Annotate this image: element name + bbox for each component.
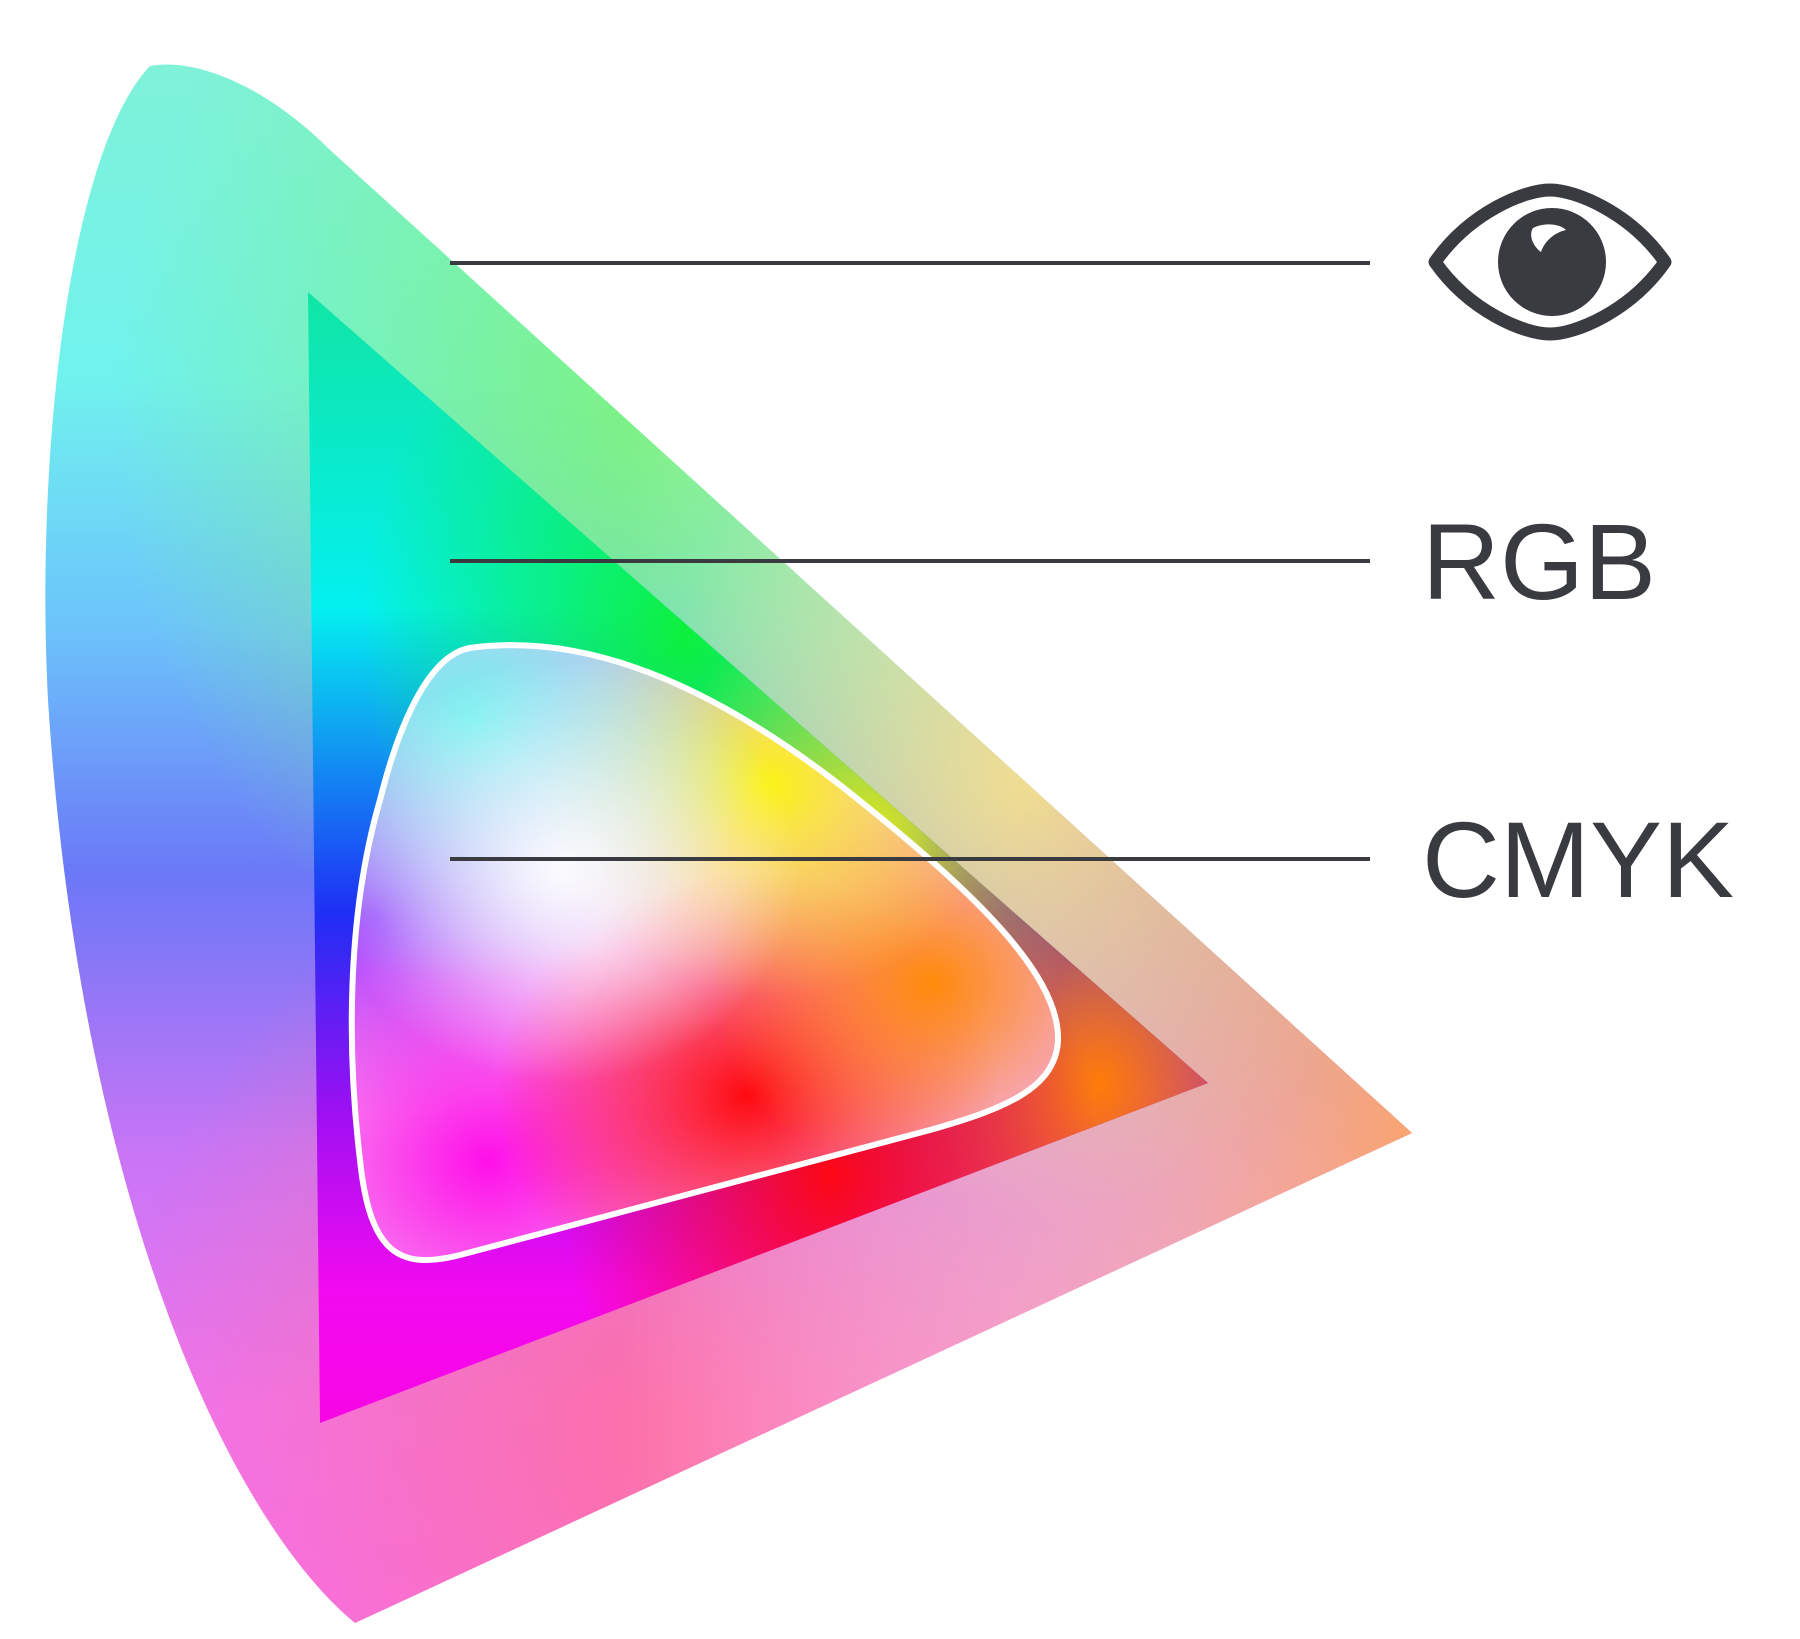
rgb-label: RGB [1422, 501, 1656, 622]
cmyk-label: CMYK [1422, 799, 1734, 920]
cmyk-outline [348, 642, 1062, 1264]
eye-icon [1428, 183, 1672, 341]
